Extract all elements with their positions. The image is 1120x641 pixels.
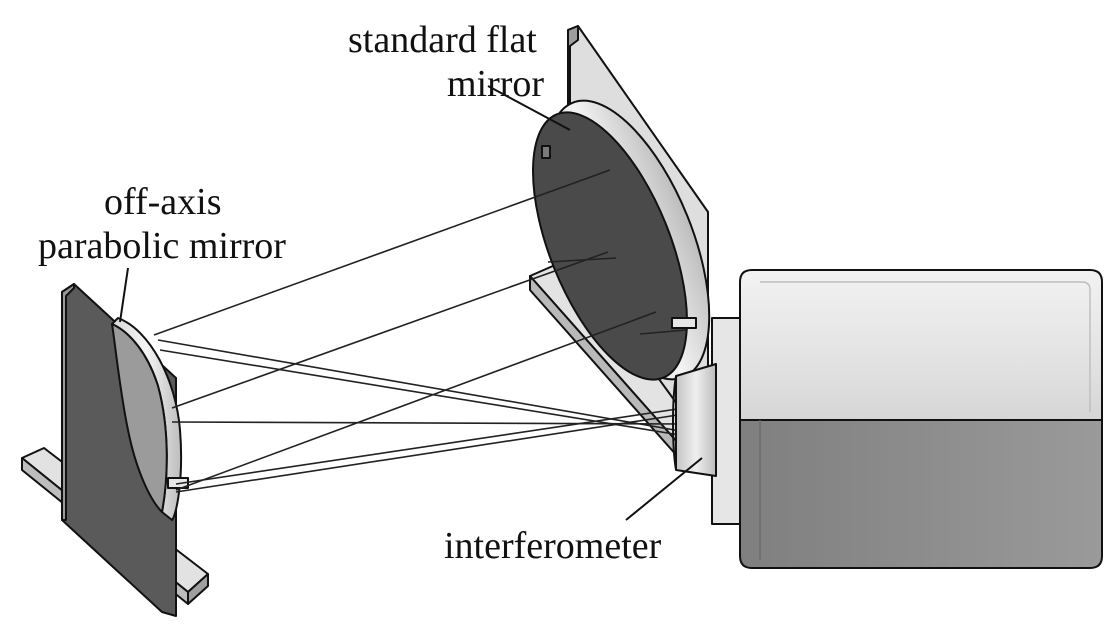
flat-mount-nub bbox=[541, 145, 551, 159]
ray-4 bbox=[157, 339, 687, 433]
label-standard-flat-mirror-line2: mirror bbox=[447, 63, 545, 105]
ray-5 bbox=[159, 349, 687, 437]
ray-10 bbox=[639, 329, 687, 335]
label-interferometer: interferometer bbox=[444, 525, 662, 567]
ray-1 bbox=[153, 169, 611, 336]
interferometer-lens-head bbox=[675, 363, 717, 477]
flat-mount-tab bbox=[671, 317, 697, 329]
leader-flat-mirror bbox=[487, 85, 571, 131]
flat-mirror-face bbox=[532, 111, 688, 381]
oap-base-plate-edge-front bbox=[187, 573, 209, 605]
interferometer-body-front bbox=[739, 419, 1103, 569]
leader-oap-mirror bbox=[119, 267, 129, 323]
interferometer-body-bevel bbox=[760, 281, 1091, 412]
oap-mirror-face bbox=[111, 323, 168, 513]
leader-interferometer bbox=[625, 457, 703, 521]
oap-back-plate-edge bbox=[61, 283, 75, 521]
leader-lines bbox=[119, 85, 703, 521]
ray-2 bbox=[171, 251, 609, 409]
standard-flat-mirror bbox=[529, 25, 713, 467]
interferometer-body-top bbox=[739, 269, 1103, 421]
ray-3 bbox=[175, 311, 657, 491]
ray-8 bbox=[175, 413, 685, 493]
label-off-axis-parabolic-mirror-line2: parabolic mirror bbox=[38, 225, 286, 267]
label-off-axis-parabolic-mirror-line1: off-axis bbox=[104, 181, 222, 223]
ray-9 bbox=[547, 257, 617, 263]
interferometer-lens-rim bbox=[672, 375, 677, 471]
ray-7 bbox=[175, 407, 685, 485]
label-standard-flat-mirror-line1: standard flat bbox=[348, 19, 537, 61]
ray-6 bbox=[171, 421, 687, 425]
off-axis-parabolic-mirror bbox=[21, 283, 209, 617]
interferometer-unit bbox=[672, 269, 1103, 569]
light-rays bbox=[153, 169, 687, 493]
